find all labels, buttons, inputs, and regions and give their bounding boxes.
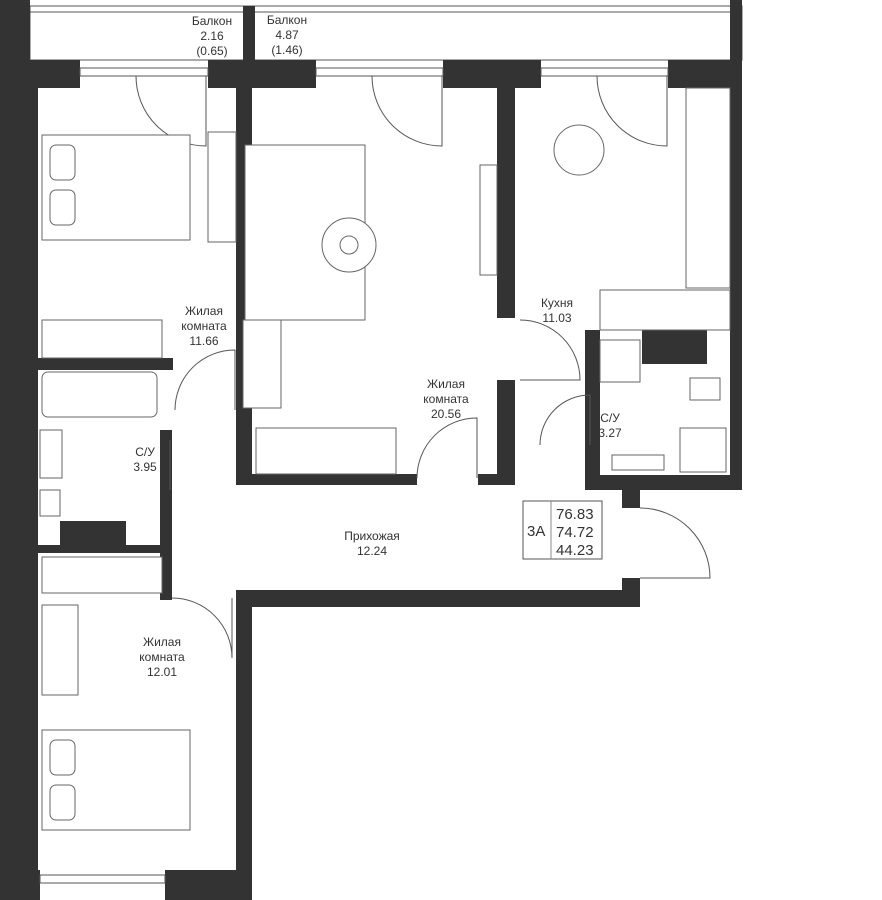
room-name: С/У bbox=[135, 445, 155, 459]
dining-table-icon bbox=[553, 124, 605, 176]
shower-icon bbox=[679, 427, 727, 473]
room-label-bedroom-2: Жилая комната 12.01 bbox=[139, 635, 185, 679]
living-area: 44.23 bbox=[556, 542, 594, 559]
sink-icon bbox=[611, 454, 665, 471]
room-label-living: Жилая комната 20.56 bbox=[423, 377, 469, 421]
kitchen-counter-icon bbox=[685, 87, 731, 289]
room-name: Балкон bbox=[267, 13, 307, 27]
room-label-bedroom-1: Жилая комната 11.66 bbox=[181, 304, 227, 348]
room-name: Жилая bbox=[427, 377, 465, 391]
sink-icon bbox=[39, 429, 63, 479]
room-label-balcony-1: Балкон 2.16 (0.65) bbox=[192, 14, 232, 58]
apartment-type: 3А bbox=[527, 523, 545, 540]
room-name: С/У bbox=[600, 411, 620, 425]
room-name: Кухня bbox=[541, 296, 573, 310]
wardrobe-icon bbox=[41, 319, 163, 359]
bathtub-icon bbox=[41, 371, 158, 418]
room-area: 3.95 bbox=[133, 460, 157, 474]
balcony-outline bbox=[29, 5, 743, 61]
room-name: комната bbox=[139, 650, 185, 664]
area-without-balcony: 74.72 bbox=[556, 524, 594, 541]
room-label-balcony-2: Балкон 4.87 (1.46) bbox=[267, 13, 307, 57]
room-area: 12.01 bbox=[147, 665, 177, 679]
room-name: комната bbox=[423, 392, 469, 406]
room-area: 12.24 bbox=[357, 544, 387, 558]
room-label-kitchen: Кухня 11.03 bbox=[541, 296, 573, 325]
furniture bbox=[39, 87, 731, 831]
walls bbox=[0, 0, 742, 900]
toilet-icon bbox=[689, 377, 721, 401]
room-area: 2.16 bbox=[200, 29, 224, 43]
toilet-icon bbox=[39, 489, 61, 517]
room-label-bath-2: С/У 3.27 bbox=[598, 411, 622, 440]
room-area: 20.56 bbox=[431, 407, 461, 421]
desk-icon bbox=[41, 604, 79, 696]
room-area: 11.03 bbox=[542, 311, 571, 325]
room-name: Прихожая bbox=[344, 529, 400, 543]
total-area: 76.83 bbox=[556, 506, 594, 523]
wardrobe-icon bbox=[41, 556, 163, 594]
room-label-bath-1: С/У 3.95 bbox=[133, 445, 157, 474]
room-name: Жилая bbox=[143, 635, 181, 649]
room-name: Балкон bbox=[192, 14, 232, 28]
room-area-reduced: (0.65) bbox=[196, 44, 227, 58]
tv-stand-icon bbox=[207, 131, 237, 243]
room-name: Жилая bbox=[185, 304, 223, 318]
room-area: 4.87 bbox=[275, 28, 299, 42]
wardrobe-icon bbox=[255, 427, 397, 475]
room-area: 11.66 bbox=[189, 334, 218, 348]
room-label-hall: Прихожая 12.24 bbox=[344, 529, 400, 558]
windows bbox=[39, 67, 669, 884]
tv-stand-icon bbox=[479, 164, 498, 276]
desk-icon bbox=[242, 319, 282, 409]
doors bbox=[135, 75, 711, 659]
room-name: комната bbox=[181, 319, 227, 333]
apartment-summary: 3А 76.83 74.72 44.23 bbox=[522, 500, 603, 560]
washer-icon bbox=[599, 339, 641, 383]
room-area: 3.27 bbox=[598, 426, 622, 440]
room-area-reduced: (1.46) bbox=[271, 43, 302, 57]
